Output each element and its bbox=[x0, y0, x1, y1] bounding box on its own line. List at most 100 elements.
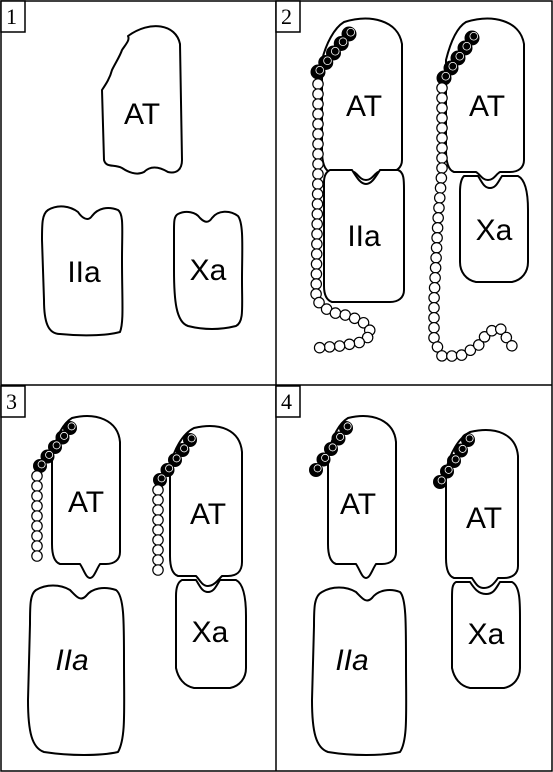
iia-label: IIa bbox=[55, 644, 88, 677]
p3-chain1-heparin-bead bbox=[31, 470, 43, 482]
antithrombin-shape bbox=[101, 25, 183, 175]
p4-chain2-pentasaccharide-bead bbox=[440, 464, 454, 479]
p3-chain1-heparin-bead bbox=[31, 510, 43, 522]
p2-chain2-pentasaccharide-bead-highlight bbox=[441, 72, 450, 81]
factor-xa-shape bbox=[175, 579, 247, 689]
p2-chain1-heparin-bead bbox=[312, 148, 324, 160]
p4-chain1-pentasaccharide-bead-highlight bbox=[328, 443, 337, 452]
p3-chain2-heparin-bead bbox=[152, 504, 164, 516]
p3-chain1-heparin-bead bbox=[31, 530, 43, 542]
p2-chain2-heparin-bead bbox=[478, 331, 491, 343]
p2-chain1-pentasaccharide-bead-highlight bbox=[330, 47, 340, 56]
at-label-2: AT bbox=[190, 498, 226, 531]
p2-chain2-heparin-bead bbox=[436, 162, 448, 174]
p4-chain2-pentasaccharide-bead-highlight bbox=[465, 434, 474, 443]
antithrombin-shape-2 bbox=[445, 429, 519, 589]
p2-chain2-heparin-bead bbox=[436, 142, 448, 154]
p2-chain2-pentasaccharide-bead-highlight bbox=[455, 52, 464, 61]
p2-chain2-heparin-bead bbox=[428, 311, 440, 324]
p4-chain1-pentasaccharide-bead bbox=[309, 463, 323, 477]
p2-chain1-heparin-bead bbox=[333, 340, 346, 352]
p2-chain2-heparin-bead bbox=[429, 261, 442, 274]
at-label-1: AT bbox=[68, 486, 104, 519]
p4-chain1-pentasaccharide-bead-highlight bbox=[343, 422, 352, 431]
antithrombin-shape-1 bbox=[327, 415, 397, 579]
p2-chain1-heparin-bead bbox=[310, 268, 323, 280]
p3-chain2-heparin-bead bbox=[152, 564, 164, 576]
p4-chain2-pentasaccharide-bead-highlight bbox=[458, 444, 467, 453]
p3-chain2-heparin-bead bbox=[152, 524, 164, 536]
panel-3-number-box: 3 bbox=[0, 385, 26, 418]
p3-chain2-pentasaccharide-bead-highlight bbox=[165, 464, 174, 473]
p3-chain1-heparin-bead bbox=[31, 520, 43, 532]
p3-chain1-pentasaccharide-bead-highlight bbox=[45, 450, 54, 459]
p2-chain1-pentasaccharide-bead-highlight bbox=[315, 66, 324, 75]
p2-chain1-heparin-bead bbox=[312, 88, 324, 100]
p3-chain2-heparin-bead bbox=[152, 484, 164, 496]
panel-1: AT IIa Xa bbox=[41, 25, 244, 337]
p2-chain1-heparin-bead bbox=[361, 331, 374, 344]
p4-chain2-pentasaccharide-bead bbox=[454, 443, 468, 458]
p2-chain2-heparin-bead bbox=[436, 82, 448, 94]
p2-chain2-heparin-bead bbox=[431, 341, 444, 353]
p4-chain1-pentasaccharide-bead-highlight bbox=[336, 432, 345, 441]
p2-chain2-heparin-bead bbox=[434, 182, 447, 194]
p3-chain2-heparin-bead bbox=[152, 494, 164, 506]
p2-chain2-heparin-bead bbox=[500, 331, 513, 344]
at-label: AT bbox=[124, 98, 160, 131]
antithrombin-shape-2 bbox=[169, 425, 243, 587]
p3-chain1-pentasaccharide-bead-highlight bbox=[37, 460, 46, 469]
p4-chain2-pentasaccharide-bead bbox=[461, 433, 475, 447]
p3-chain2-pentasaccharide-bead-highlight bbox=[180, 444, 189, 453]
p2-chain1-heparin-bead bbox=[311, 188, 324, 200]
p3-chain2-pentasaccharide-bead bbox=[183, 433, 197, 447]
p2-chain2-heparin-bead bbox=[436, 102, 448, 114]
thrombin-shape bbox=[41, 205, 124, 337]
p2-chain1-heparin-bead bbox=[323, 341, 336, 353]
iia-label: IIa bbox=[335, 644, 368, 677]
p4-chain1-pentasaccharide-bead-highlight bbox=[321, 453, 330, 462]
p2-chain2-heparin-bead bbox=[428, 301, 440, 314]
panel-2-number-box: 2 bbox=[275, 0, 301, 33]
p2-chain2-heparin-bead bbox=[436, 132, 448, 144]
p3-chain1-pentasaccharide-bead bbox=[40, 449, 55, 464]
p3-chain2-pentasaccharide-bead-highlight bbox=[172, 454, 181, 463]
p3-chain2-heparin-bead bbox=[152, 534, 164, 546]
p2-chain2-heparin-bead bbox=[455, 349, 468, 361]
p2-chain2-heparin-bead bbox=[433, 192, 446, 204]
at-label-1: AT bbox=[340, 488, 376, 521]
p2-chain1-heparin-bead bbox=[313, 296, 325, 309]
p2-chain2-heparin-bead bbox=[436, 350, 448, 362]
p4-chain2-pentasaccharide-bead bbox=[433, 475, 447, 489]
p4-chain2-pentasaccharide-bead-highlight bbox=[437, 476, 446, 485]
p2-chain1-heparin-bead bbox=[310, 258, 323, 270]
p3-chain1-heparin-bead bbox=[31, 550, 43, 562]
xa-label: Xa bbox=[468, 618, 505, 651]
p2-chain2-heparin-bead bbox=[506, 340, 518, 352]
p2-chain2-heparin-bead bbox=[430, 251, 442, 264]
thrombin-shape bbox=[311, 586, 408, 756]
p2-chain2-heparin-bead bbox=[432, 212, 444, 224]
p2-chain2-heparin-bead bbox=[494, 323, 507, 335]
at-label-1: AT bbox=[346, 90, 382, 123]
p2-chain2-heparin-bead bbox=[464, 344, 477, 357]
p3-chain2-pentasaccharide-bead-highlight bbox=[157, 474, 166, 483]
p2-chain2-heparin-bead bbox=[433, 202, 445, 214]
p4-chain2-pentasaccharide-bead-highlight bbox=[451, 455, 460, 464]
p2-chain2-heparin-bead bbox=[472, 339, 485, 351]
p2-chain2-heparin-bead bbox=[436, 122, 448, 134]
p2-chain1-heparin-bead bbox=[311, 198, 324, 210]
p3-chain1-heparin-bead bbox=[31, 480, 43, 492]
panel-4-number: 4 bbox=[281, 389, 292, 414]
p4-chain1-pentasaccharide-bead-highlight bbox=[313, 464, 322, 473]
p4-chain1-pentasaccharide-bead bbox=[316, 452, 331, 467]
p2-chain1-heparin-bead bbox=[312, 108, 324, 120]
p2-chain1-heparin-bead bbox=[313, 341, 326, 354]
xa-label: Xa bbox=[192, 616, 229, 649]
p2-chain1-heparin-bead bbox=[312, 78, 324, 90]
p2-chain1-heparin-bead bbox=[311, 218, 323, 230]
thrombin-shape bbox=[323, 169, 405, 303]
p2-chain1-heparin-bead bbox=[311, 178, 324, 190]
p4-chain1-pentasaccharide-bead bbox=[331, 431, 346, 446]
